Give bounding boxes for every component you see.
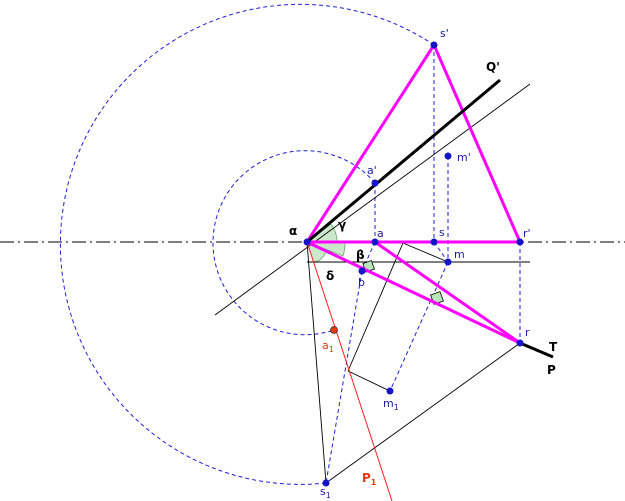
point-s1 bbox=[322, 479, 330, 487]
label-a-prime: a' bbox=[367, 164, 377, 177]
trace-line-P1 bbox=[306, 241, 393, 501]
label-m1: m1 bbox=[383, 397, 399, 412]
label-m: m bbox=[454, 248, 465, 261]
point-a1 bbox=[330, 326, 338, 334]
line-b-s1 bbox=[325, 270, 363, 484]
point-r bbox=[516, 339, 524, 347]
label-m-prime: m' bbox=[457, 151, 471, 164]
line-a-b bbox=[361, 241, 376, 272]
label-s: s bbox=[439, 226, 445, 239]
label-delta: δ bbox=[326, 269, 334, 283]
line-T bbox=[519, 341, 554, 359]
label-alpha: α bbox=[289, 224, 297, 238]
line-Q-prime bbox=[306, 78, 501, 244]
label-P1: P1 bbox=[362, 471, 377, 487]
triangle-side-s-prime-r-prime bbox=[432, 44, 522, 243]
line-alpha-s1 bbox=[306, 241, 327, 484]
parallel-line-upper bbox=[214, 83, 531, 316]
line-m-m1 bbox=[389, 261, 449, 392]
line-s1-r bbox=[325, 342, 521, 484]
point-m-prime bbox=[444, 152, 452, 160]
small-dashed-arc bbox=[212, 150, 376, 336]
rect-side-1 bbox=[347, 242, 404, 372]
point-s bbox=[430, 238, 438, 246]
label-r-prime: r' bbox=[523, 227, 531, 240]
point-r-prime bbox=[516, 238, 524, 246]
label-a: a bbox=[377, 227, 384, 240]
segment-alpha-r bbox=[306, 240, 521, 345]
label-gamma: γ bbox=[338, 218, 346, 232]
point-alpha bbox=[303, 238, 311, 246]
dashed-projections bbox=[325, 45, 521, 484]
point-b bbox=[358, 267, 366, 275]
point-m1 bbox=[386, 387, 394, 395]
label-T: T bbox=[549, 340, 558, 354]
label-a1: a1 bbox=[322, 339, 334, 354]
points bbox=[303, 41, 524, 487]
point-a-prime bbox=[371, 179, 379, 187]
label-beta: β bbox=[356, 248, 365, 262]
label-b: b bbox=[358, 276, 365, 289]
point-a bbox=[371, 238, 379, 246]
triangle-side-alpha-s-prime bbox=[305, 44, 436, 243]
point-m bbox=[444, 258, 452, 266]
magenta-figures bbox=[305, 44, 522, 345]
label-r: r bbox=[525, 326, 530, 339]
segment-a-r bbox=[374, 240, 521, 345]
label-s1: s1 bbox=[320, 485, 331, 500]
label-Q-prime: Q' bbox=[486, 60, 500, 74]
rect-side-3 bbox=[402, 242, 449, 263]
point-s-prime bbox=[430, 41, 438, 49]
label-P: P bbox=[547, 363, 556, 377]
construction-lines bbox=[214, 83, 531, 484]
label-s-prime: s' bbox=[440, 27, 449, 40]
rect-side-2 bbox=[347, 370, 391, 392]
